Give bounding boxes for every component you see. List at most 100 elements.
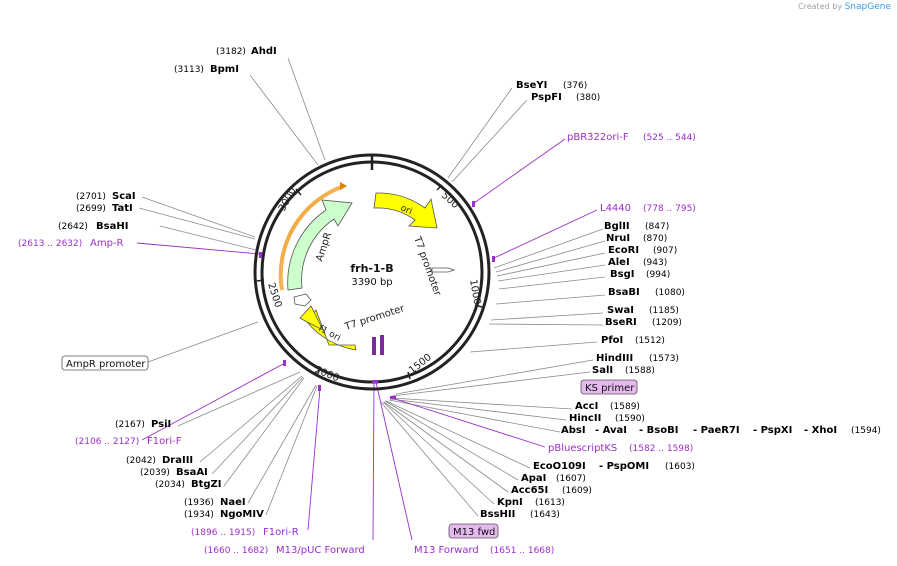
m13-fwd-box-label: M13 fwd [453, 527, 495, 538]
enzyme-pos: (380) [576, 93, 600, 103]
enzyme-label: KpnI [497, 497, 523, 508]
enzyme-label: PfoI [601, 335, 623, 346]
enzyme-pos: (376) [563, 81, 587, 91]
enzyme-pos: (3113) [174, 65, 204, 75]
enzyme-label: ApaI [521, 473, 546, 484]
primer-range: (525 .. 544) [643, 133, 696, 143]
boxed-labels: AmpR promoter KS primer M13 fwd [61, 355, 638, 539]
enzyme-pos: (847) [645, 222, 669, 232]
plasmid-size: 3390 bp [351, 277, 392, 288]
enzyme-labels: (3182) AhdI (3113) BpmI BseYI (376) PspF… [58, 46, 881, 520]
enzyme-pos: (2167) [115, 420, 145, 430]
primer-range: (2106 .. 2127) [75, 437, 139, 447]
primer-label: pBR322ori-F [567, 132, 629, 143]
enzyme-label: BtgZI [191, 479, 222, 490]
enzyme-pos: (943) [643, 258, 667, 268]
enzyme-label: ScaI [112, 191, 136, 202]
enzyme-label: BsaAI [176, 467, 208, 478]
orf-arrow-head-icon [340, 182, 347, 190]
enzyme-label: BssHII [480, 509, 515, 520]
enzyme-label: PspFI [531, 92, 562, 103]
enzyme-pos: (1613) [535, 498, 565, 508]
enzyme-label: NruI [606, 233, 630, 244]
enzyme-label: BseRI [605, 317, 637, 328]
enzyme-label: TatI [112, 203, 133, 214]
primer-label: F1ori-F [147, 436, 182, 447]
enzyme-pos: (1512) [635, 336, 665, 346]
feature-t7-promoter-right: T7 promoter [411, 234, 456, 298]
enzyme-pos: (1643) [530, 510, 560, 520]
primer-label: F1ori-R [263, 527, 299, 538]
feature-t7-right-label: T7 promoter [411, 234, 443, 298]
enzyme-pos: (1607) [556, 474, 586, 484]
enzyme-label: HindIII [596, 353, 633, 364]
enzyme-label: Acc65I [511, 485, 548, 496]
snapgene-logo: SnapGene [844, 2, 891, 12]
primer-label: M13 Forward [414, 545, 479, 556]
enzyme-label: AhdI [251, 46, 277, 57]
enzyme-leader-lines [138, 57, 606, 517]
enzyme-label: AccI [575, 401, 598, 412]
enzyme-pos: (1080) [655, 288, 685, 298]
primer-range: (2613 .. 2632) [18, 239, 82, 249]
tick-1000: 1000 [467, 279, 482, 306]
enzyme-label: NaeI [220, 497, 246, 508]
enzyme-label: HincII [569, 413, 601, 424]
primer-range: (1651 .. 1668) [490, 546, 554, 556]
enzyme-pos: (1209) [652, 318, 682, 328]
enzyme-label: - BsoBI [639, 425, 678, 436]
enzyme-label: - AvaI [595, 425, 627, 436]
enzyme-pos: (1589) [610, 402, 640, 412]
primer-range: (1660 .. 1682) [204, 546, 268, 556]
enzyme-label: EcoRI [608, 245, 639, 256]
enzyme-pos: (1594) [851, 426, 881, 436]
feature-t7-bottom-label: T7 promoter [343, 303, 407, 333]
enzyme-label: SwaI [607, 305, 634, 316]
primer-range: (1582 .. 1598) [629, 444, 693, 454]
enzyme-label: - PaeR7I [693, 425, 740, 436]
primer-label: pBluescriptKS [548, 443, 617, 454]
enzyme-label: SalI [592, 365, 613, 376]
enzyme-pos: (1609) [562, 486, 592, 496]
enzyme-pos: (1934) [184, 510, 214, 520]
feature-ampr-promoter [293, 293, 312, 307]
enzyme-pos: (2701) [76, 192, 106, 202]
feature-ampr: AmpR [287, 199, 353, 291]
enzyme-pos: (2039) [140, 468, 170, 478]
primer-label: Amp-R [90, 238, 124, 249]
enzyme-pos: (2642) [58, 222, 88, 232]
enzyme-pos: (1603) [665, 462, 695, 472]
enzyme-pos: (2042) [126, 456, 156, 466]
enzyme-pos: (2699) [76, 204, 106, 214]
enzyme-label: AleI [608, 257, 630, 268]
orf-orange-arc [278, 184, 345, 291]
feature-ori: ori [373, 192, 438, 229]
primer-range: (1896 .. 1915) [191, 528, 255, 538]
enzyme-label: AbsI [561, 425, 586, 436]
feature-ampr-label: AmpR [314, 231, 334, 263]
enzyme-label: - PspXI [753, 425, 792, 436]
enzyme-pos: (1936) [184, 498, 214, 508]
enzyme-label: PsiI [151, 419, 171, 430]
primer-leader-lines [136, 138, 598, 541]
enzyme-label: EcoO109I [533, 461, 586, 472]
enzyme-label: NgoMIV [220, 509, 264, 520]
snapgene-credit: Created by SnapGene [798, 2, 891, 12]
enzyme-pos: (870) [643, 234, 667, 244]
primer-range: (778 .. 795) [643, 204, 696, 214]
enzyme-label: BsgI [610, 269, 634, 280]
enzyme-pos: (1573) [649, 354, 679, 364]
enzyme-label: BsaBI [608, 287, 640, 298]
enzyme-label: - PspOMI [599, 461, 649, 472]
primer-sites [259, 201, 495, 399]
primer-label: M13/pUC Forward [276, 545, 365, 556]
enzyme-pos: (994) [646, 270, 670, 280]
scale-ticks [256, 184, 483, 380]
enzyme-label: BglII [604, 221, 630, 232]
enzyme-label: - XhoI [804, 425, 837, 436]
plasmid-name: frh-1-B [350, 262, 393, 275]
ks-primer-box-label: KS primer [585, 383, 635, 394]
primer-label: L4440 [600, 203, 631, 214]
enzyme-pos: (2034) [155, 480, 185, 490]
